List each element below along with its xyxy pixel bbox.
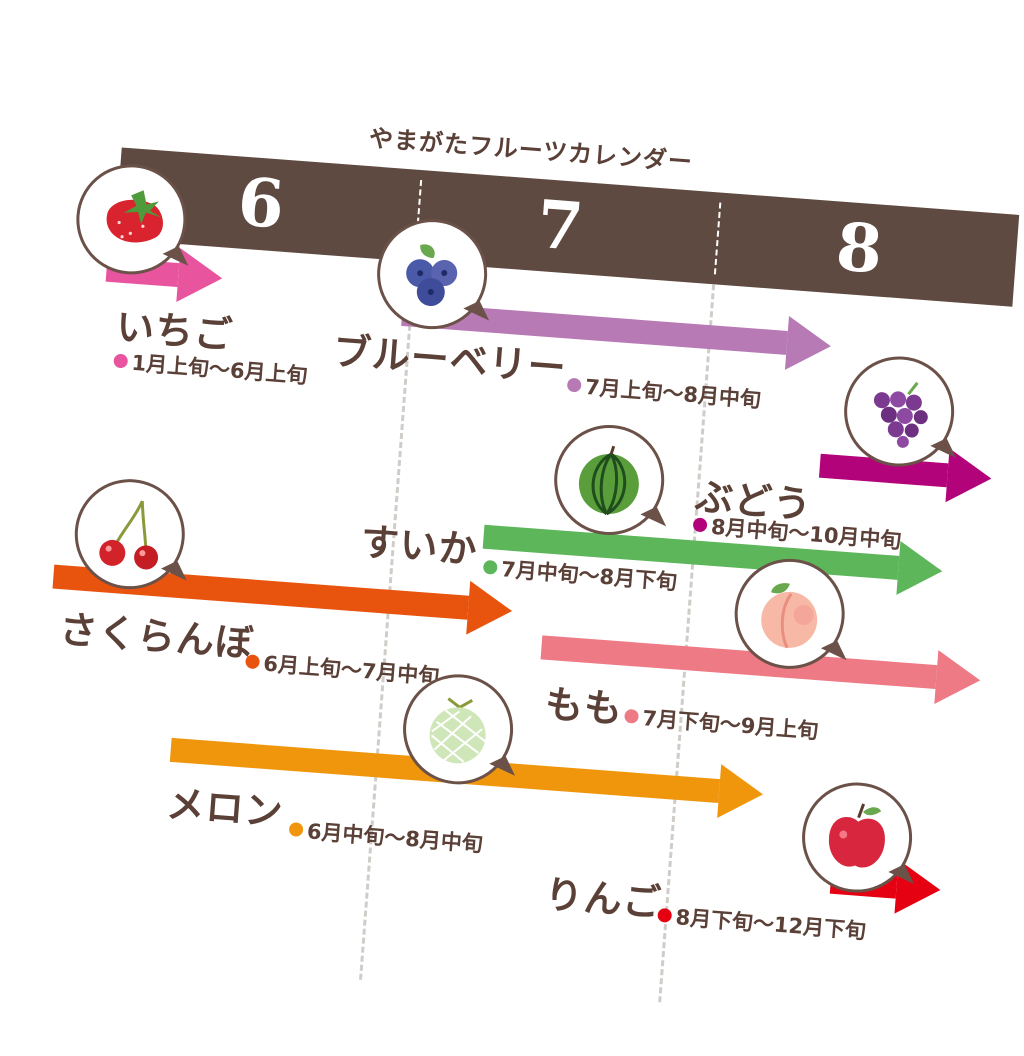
fruit-period: 6月中旬〜8月中旬 [288,814,484,858]
color-dot [288,821,304,837]
calendar-title: やまがたフルーツカレンダー [368,124,694,177]
blueberry-icon [373,215,492,334]
month-label-6: 6 [235,162,287,244]
fruit-name: すいか [359,519,480,573]
fruit-period: 7月下旬〜9月上旬 [623,701,819,745]
peach-icon [730,554,849,673]
month-label-7: 7 [534,184,586,267]
cherry-icon [70,475,189,594]
color-dot [624,708,640,724]
month-header: 6 7 8 [114,147,1020,307]
fruit-period: 7月上旬〜8月中旬 [566,370,762,414]
color-dot [566,377,582,393]
color-dot [482,559,498,575]
fruit-period: 6月上旬〜7月中旬 [244,646,440,690]
watermelon-icon [550,420,669,539]
strawberry-icon [72,160,191,279]
color-dot [657,907,673,923]
month-divider [713,202,722,275]
melon-icon [399,670,518,789]
color-dot [245,654,261,670]
fruit-name: メロン [165,781,286,835]
fruit-name: もも [543,681,625,732]
color-dot [113,353,129,369]
apple-icon [798,778,917,897]
grape-icon [840,352,959,471]
fruit-name: りんご [543,872,664,926]
fruit-period: 1月上旬〜6月上旬 [113,346,309,390]
month-label-8: 8 [833,207,886,289]
